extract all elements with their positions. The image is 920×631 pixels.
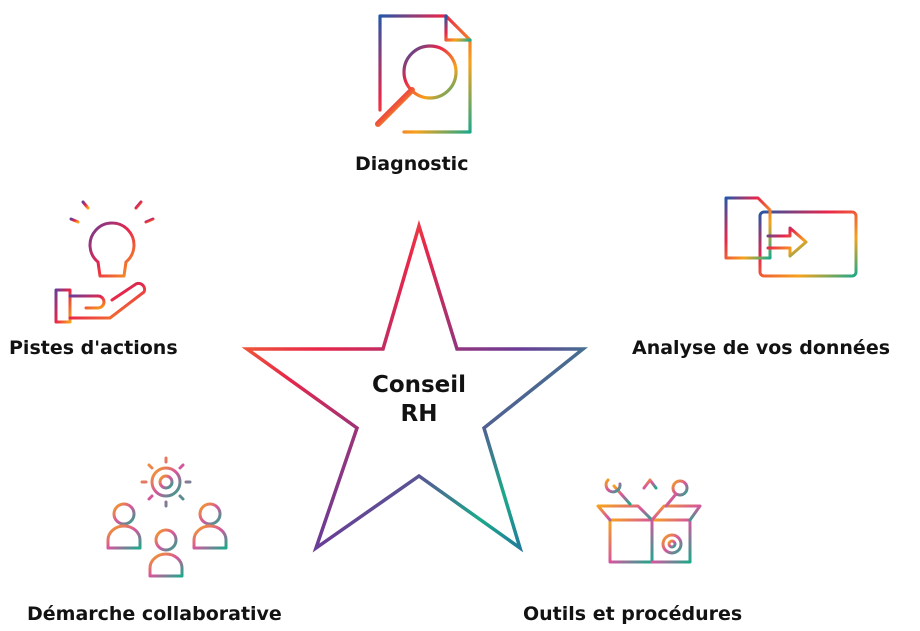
label-demarche: Démarche collaborative [27, 603, 282, 625]
label-analyse: Analyse de vos données [632, 337, 891, 359]
star-outline [241, 219, 588, 553]
lightbulb-hand-icon [54, 190, 155, 324]
monitor-data-transfer-icon [724, 196, 858, 294]
center-title: Conseil RH [352, 371, 486, 429]
document-magnifier-icon [375, 14, 472, 134]
label-outils: Outils et procédures [523, 603, 743, 625]
center-title-line2: RH [400, 401, 438, 427]
toolbox-gear-icon [596, 478, 702, 564]
center-title-line1: Conseil [371, 372, 467, 398]
team-gear-icon [106, 456, 228, 578]
label-diagnostic: Diagnostic [355, 153, 469, 175]
label-pistes: Pistes d'actions [9, 337, 178, 359]
